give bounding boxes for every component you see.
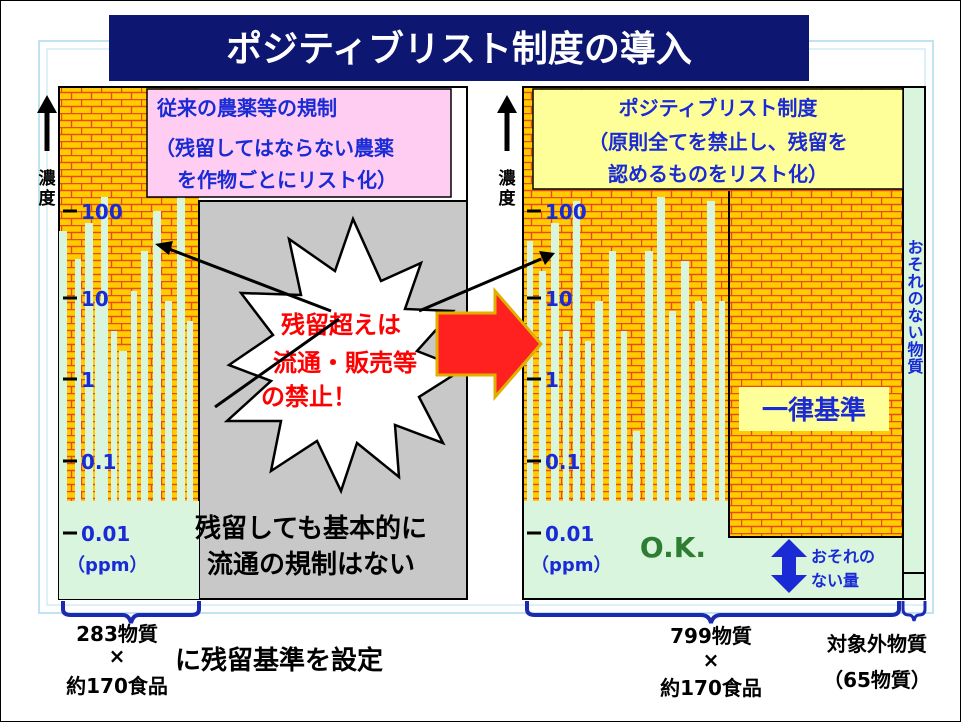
right-box-sub2: 認めるものをリスト化） [608, 162, 828, 186]
right-box-sub1: （原則全てを禁止し、残留を [588, 130, 848, 154]
pointer-arrows [155, 241, 555, 409]
left-tick-100: 100 [81, 200, 123, 224]
no-regulation-line1: 残留しても基本的に [195, 513, 427, 544]
left-residue-bars [59, 197, 199, 599]
left-tick-0-01: 0.01 [81, 522, 130, 546]
right-count-line3: 約170食品 [660, 676, 762, 700]
left-brace [61, 601, 201, 624]
left-axis-label-2: 度 [39, 188, 57, 209]
left-box-sub1: （残留してはならない農薬 [155, 136, 394, 160]
safe-amount-double-arrow [771, 539, 807, 593]
left-count-line1: 283物質 [76, 622, 158, 646]
safe-amount-line1: おそれの [811, 547, 875, 566]
right-axis-arrow [497, 95, 517, 151]
burst-line2: 流通・販売等 [273, 349, 417, 377]
safe-amount-line2: ない量 [811, 571, 859, 590]
left-count-line2: × [109, 644, 126, 668]
page-title: ポジティブリスト制度の導入 [226, 28, 692, 70]
uniform-standard-label: 一律基準 [762, 395, 866, 426]
prohibition-burst [223, 215, 466, 495]
exempt-brace [901, 601, 927, 622]
burst-line1: 残留超えは [281, 311, 401, 339]
right-ticks [527, 209, 541, 535]
right-tick-100: 100 [545, 200, 587, 224]
right-axis-label-2: 度 [499, 188, 517, 209]
exempt-count-line2: （65物質） [823, 668, 931, 692]
exempt-vertical-label: おそれのない物質 [905, 239, 924, 375]
right-unit-label: （ppm） [531, 555, 612, 576]
right-residue-bars [523, 197, 903, 599]
left-box-sub2: を作物ごとにリスト化） [177, 168, 397, 192]
transition-arrow [435, 286, 543, 402]
uniform-standard-box [739, 387, 889, 431]
right-tick-10: 10 [545, 287, 573, 311]
burst-line3: の禁止！ [261, 383, 357, 411]
right-tick-1: 1 [545, 368, 559, 392]
exempt-count-line1: 対象外物質 [826, 632, 927, 656]
middle-caption: に残留基準を設定 [175, 645, 383, 676]
right-tick-0-01: 0.01 [545, 522, 594, 546]
uniform-standard-line [728, 191, 903, 538]
ok-label: O.K. [640, 531, 706, 564]
title-banner [109, 15, 809, 81]
right-box-title: ポジティブリスト制度 [619, 96, 819, 120]
no-regulation-line2: 流通の規制はない [207, 550, 415, 580]
left-info-box [146, 88, 452, 198]
right-tick-0-1: 0.1 [545, 450, 580, 474]
right-axis-label-1: 濃 [499, 168, 517, 189]
left-tick-1: 1 [81, 368, 95, 392]
left-tick-10: 10 [81, 287, 109, 311]
right-brace [525, 601, 901, 624]
left-panel [58, 86, 468, 600]
left-tick-0-1: 0.1 [81, 450, 116, 474]
left-box-title: 従来の農薬等の規制 [156, 96, 337, 120]
right-info-box [532, 88, 904, 190]
left-count-line3: 約170食品 [66, 674, 168, 698]
left-axis-label-1: 濃 [39, 168, 57, 189]
right-count-line1: 799物質 [670, 624, 752, 648]
left-unit-label: （ppm） [67, 555, 148, 576]
right-count-line2: × [703, 648, 720, 672]
left-axis-arrow [37, 95, 57, 151]
left-ticks [63, 209, 77, 535]
